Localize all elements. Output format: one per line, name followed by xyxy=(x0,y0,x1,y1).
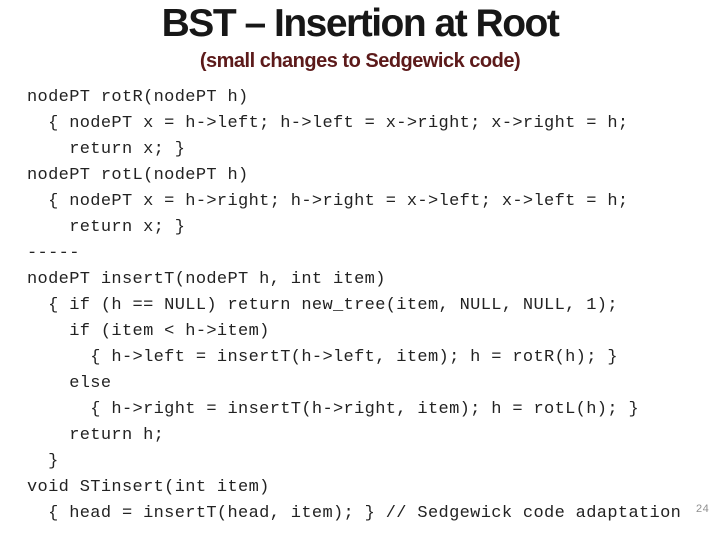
code-line: { head = insertT(head, item); } // Sedge… xyxy=(27,504,682,523)
code-line: else xyxy=(27,374,112,393)
code-line: if (item < h->item) xyxy=(27,322,270,341)
code-line: return x; } xyxy=(27,140,186,159)
code-block: nodePT rotR(nodePT h) { nodePT x = h->le… xyxy=(27,85,720,527)
code-line: } xyxy=(27,452,59,471)
code-line: { nodePT x = h->right; h->right = x->lef… xyxy=(27,192,629,211)
code-line: return x; } xyxy=(27,218,186,237)
code-line-separator: ----- xyxy=(27,244,80,263)
slide-subtitle: (small changes to Sedgewick code) xyxy=(199,50,521,72)
code-line: nodePT rotL(nodePT h) xyxy=(27,166,249,185)
code-line: nodePT insertT(nodePT h, int item) xyxy=(27,270,386,289)
code-line: nodePT rotR(nodePT h) xyxy=(27,88,249,107)
slide-title: BST – Insertion at Root xyxy=(161,2,560,45)
code-line: { nodePT x = h->left; h->left = x->right… xyxy=(27,114,629,133)
code-line: { h->left = insertT(h->left, item); h = … xyxy=(27,348,618,367)
code-line: void STinsert(int item) xyxy=(27,478,270,497)
code-line: { h->right = insertT(h->right, item); h … xyxy=(27,400,639,419)
code-line: return h; xyxy=(27,426,165,445)
code-line: { if (h == NULL) return new_tree(item, N… xyxy=(27,296,618,315)
page-number: 24 xyxy=(695,504,709,516)
